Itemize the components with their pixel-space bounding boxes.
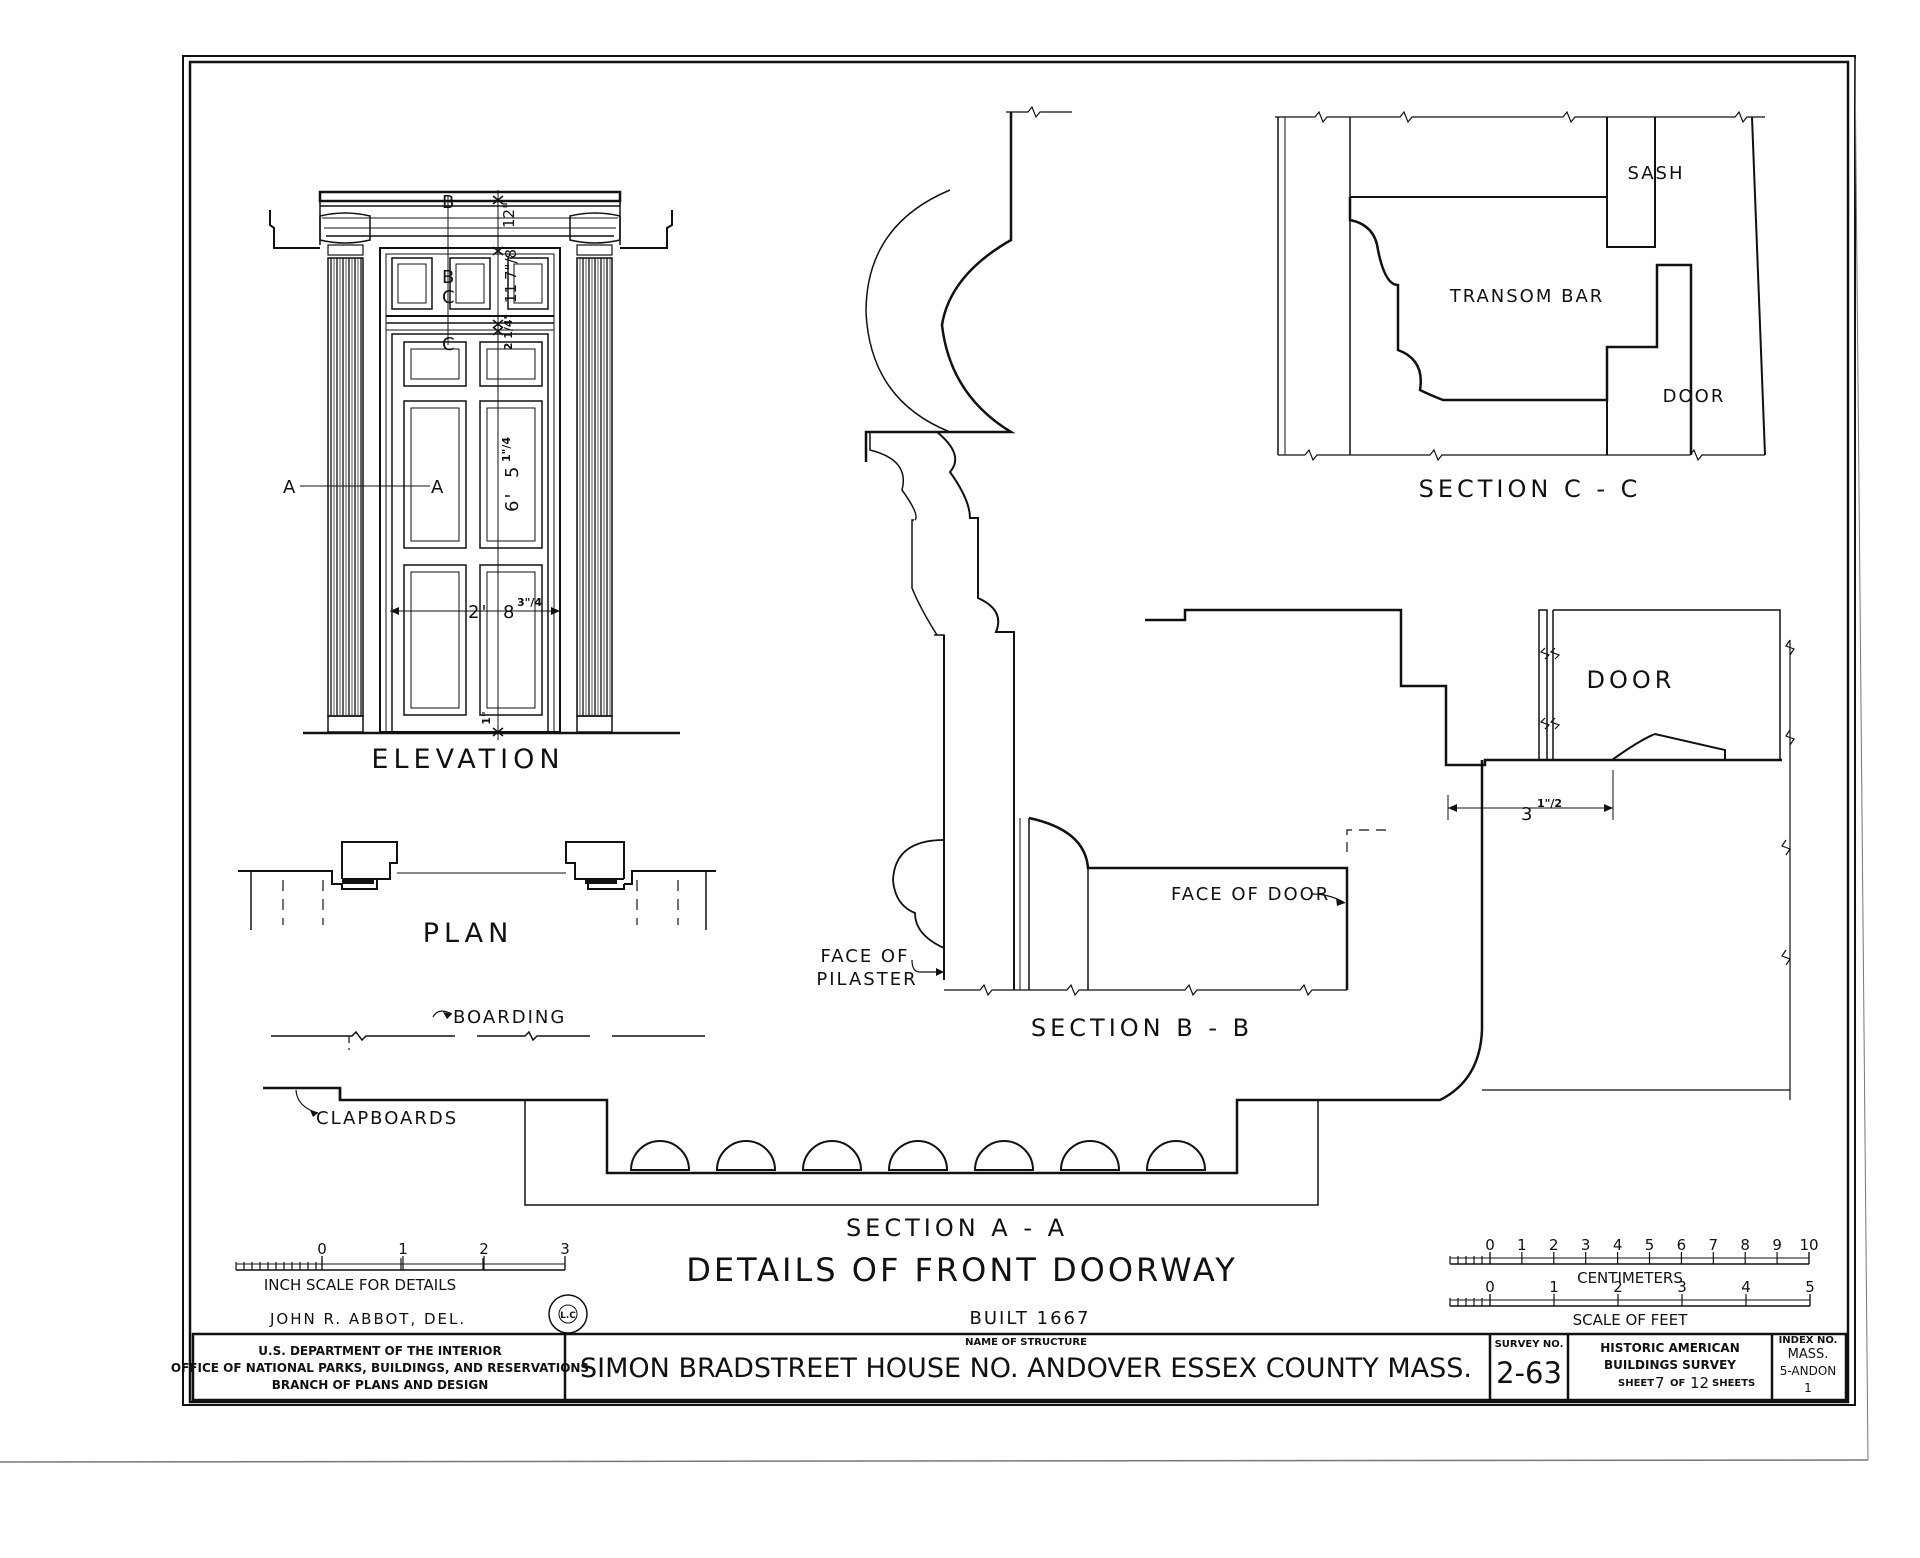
feet-scale-tick-label: 1: [1549, 1278, 1559, 1296]
habs-line-1: HISTORIC AMERICAN: [1600, 1341, 1740, 1355]
dim-bar-height: 2 1/4": [502, 314, 515, 351]
feet-scale-tick-label: 4: [1741, 1278, 1751, 1296]
label-sash: SASH: [1627, 163, 1684, 184]
inch-scale-tick-label: 2: [479, 1240, 489, 1258]
feet-scale-tick-label: 2: [1613, 1278, 1623, 1296]
survey-no-label: SURVEY NO.: [1495, 1339, 1564, 1350]
dim-door-width-frac: 3"/4: [517, 596, 542, 609]
label-face-of-door: FACE OF DOOR: [1171, 884, 1330, 905]
title-block: [191, 1332, 1848, 1402]
cut-mark-b-top: B: [442, 192, 456, 213]
dept-line-3: BRANCH OF PLANS AND DESIGN: [272, 1378, 489, 1392]
dim-transom-frac: 7"/8: [502, 249, 520, 280]
draftsman-credit: JOHN R. ABBOT, DEL.: [269, 1310, 466, 1328]
label-boarding: BOARDING: [453, 1007, 566, 1028]
dim-offset-inches: 3: [1521, 804, 1534, 825]
inch-scale-tick-label: 0: [317, 1240, 327, 1258]
cut-mark-a-right: A: [431, 477, 445, 498]
cm-scale-tick-label: 9: [1772, 1236, 1782, 1254]
structure-name: SIMON BRADSTREET HOUSE NO. ANDOVER ESSEX…: [580, 1353, 1472, 1384]
feet-scale-tick-label: 0: [1485, 1278, 1495, 1296]
cut-mark-a-left: A: [283, 477, 297, 498]
sheet-suffix: SHEETS: [1712, 1378, 1755, 1389]
dim-cornice-height: 12": [500, 202, 518, 228]
label-door-cc: DOOR: [1663, 386, 1726, 407]
sheet-border: [0, 55, 1869, 1463]
inch-scale-bar: [235, 1256, 566, 1271]
feet-scale-tick-label: 3: [1677, 1278, 1687, 1296]
dim-door-height-frac: 1"/4: [500, 437, 513, 462]
cm-scale-tick-label: 5: [1645, 1236, 1655, 1254]
dim-step: 1": [480, 711, 493, 724]
sheet-prefix: SHEET: [1618, 1378, 1654, 1389]
cut-mark-b-bottom: B: [442, 267, 456, 288]
feet-scale-label: SCALE OF FEET: [1573, 1311, 1689, 1329]
cm-scale-tick-label: 0: [1485, 1236, 1495, 1254]
view-label-section-cc: SECTION C - C: [1419, 475, 1642, 503]
stamp-center: L.C: [560, 1311, 576, 1321]
feet-scale-bar: [1449, 1294, 1811, 1307]
drawing-title: DETAILS OF FRONT DOORWAY: [686, 1251, 1238, 1289]
cut-mark-c-bottom: C: [442, 334, 457, 355]
index-line-1: MASS.: [1788, 1347, 1829, 1362]
section-aa-view: [263, 760, 1484, 1206]
cut-mark-c-top: C: [442, 287, 457, 308]
label-clapboards: CLAPBOARDS: [316, 1108, 458, 1129]
section-cc-view: [1275, 110, 1766, 462]
dept-line-1: U.S. DEPARTMENT OF THE INTERIOR: [258, 1344, 501, 1358]
cm-scale-label: CENTIMETERS: [1577, 1269, 1683, 1287]
feet-scale-tick-label: 5: [1805, 1278, 1815, 1296]
dim-door-width-feet: 2': [468, 602, 488, 623]
section-bb-view: [864, 105, 1387, 997]
index-line-3: 1: [1804, 1381, 1812, 1395]
view-label-section-bb: SECTION B - B: [1031, 1014, 1253, 1042]
plan-view: [238, 841, 716, 930]
inch-scale-label: INCH SCALE FOR DETAILS: [264, 1276, 456, 1294]
jamb-section-view: [1145, 608, 1795, 1100]
dim-transom-height: 11: [502, 284, 520, 303]
elevation-view: [269, 190, 680, 740]
metric-scale-bar: [1449, 1252, 1810, 1265]
view-label-section-aa: SECTION A - A: [846, 1214, 1068, 1242]
label-transom-bar: TRANSOM BAR: [1449, 286, 1605, 307]
cm-scale-tick-label: 2: [1549, 1236, 1559, 1254]
name-of-structure-label: NAME OF STRUCTURE: [965, 1337, 1087, 1348]
dim-door-width-inches: 8: [503, 602, 516, 623]
dim-door-height-feet: 6': [502, 492, 523, 512]
dim-door-height-inches: 5: [502, 465, 523, 478]
cm-scale-tick-label: 1: [1517, 1236, 1527, 1254]
label-door-bb: DOOR: [1587, 666, 1676, 694]
dept-line-2: OFFICE OF NATIONAL PARKS, BUILDINGS, AND…: [171, 1361, 589, 1375]
cm-scale-tick-label: 4: [1613, 1236, 1623, 1254]
survey-no: 2-63: [1496, 1356, 1562, 1390]
cm-scale-tick-label: 10: [1799, 1236, 1818, 1254]
view-label-plan: PLAN: [423, 918, 514, 949]
sheet-of: OF: [1670, 1378, 1685, 1389]
label-face-of-pilaster-2: PILASTER: [816, 969, 917, 990]
library-stamp-icon: L.C: [548, 1294, 588, 1334]
cm-scale-tick-label: 8: [1740, 1236, 1750, 1254]
inch-scale-tick-label: 1: [398, 1240, 408, 1258]
habs-line-2: BUILDINGS SURVEY: [1604, 1358, 1736, 1372]
sheet-total: 12: [1690, 1374, 1709, 1392]
index-no-label: INDEX NO.: [1779, 1335, 1838, 1346]
cm-scale-tick-label: 7: [1709, 1236, 1719, 1254]
cm-scale-tick-label: 6: [1677, 1236, 1687, 1254]
label-face-of-pilaster-1: FACE OF: [821, 946, 910, 967]
dim-offset-frac: 1"/2: [1537, 797, 1562, 810]
index-line-2: 5-ANDON: [1780, 1364, 1837, 1378]
inch-scale-tick-label: 3: [560, 1240, 570, 1258]
view-label-elevation: ELEVATION: [371, 744, 564, 775]
cm-scale-tick-label: 3: [1581, 1236, 1591, 1254]
built-date: BUILT 1667: [970, 1308, 1091, 1329]
sheet-number: 7: [1655, 1374, 1665, 1392]
